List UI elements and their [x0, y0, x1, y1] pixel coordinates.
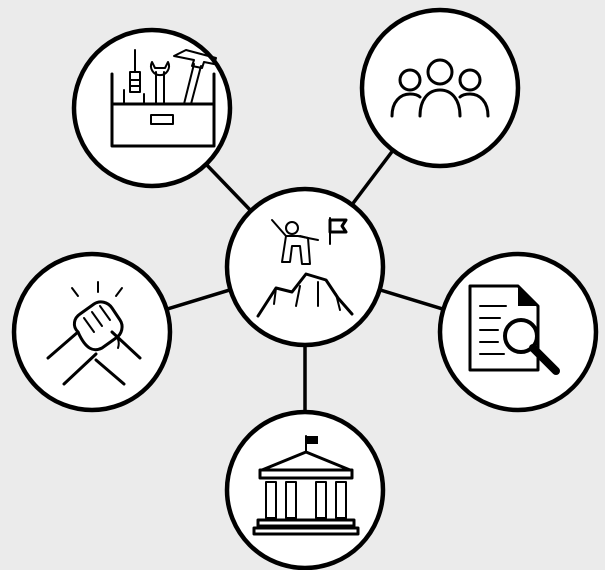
node-research: [437, 251, 599, 413]
people-group-icon: [390, 58, 490, 118]
node-team: [359, 7, 521, 169]
toolbox-icon: [110, 49, 217, 148]
government-building-icon: [252, 435, 360, 536]
document-search-icon: [468, 284, 560, 375]
node-toolbox: [71, 27, 233, 189]
summit-flag-icon: [256, 217, 354, 318]
node-center: [224, 186, 386, 348]
handshake-icon: [46, 281, 142, 386]
node-institution: [224, 409, 386, 570]
node-partnership: [11, 251, 173, 413]
